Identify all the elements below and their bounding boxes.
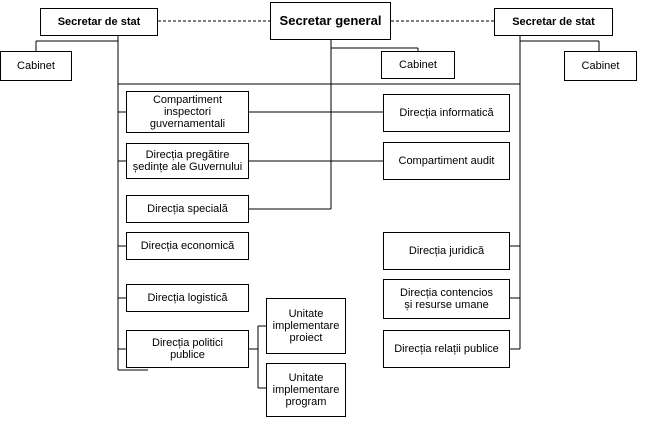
compartiment-inspectori-box: Compartiment inspectori guvernamentali (126, 91, 249, 133)
directia-pregatire-box: Direcția pregătire ședințe ale Guvernulu… (126, 143, 249, 179)
secretar-stat-left-box: Secretar de stat (40, 8, 158, 36)
directia-logistica-box: Direcția logistică (126, 284, 249, 312)
secretar-stat-right-box: Secretar de stat (494, 8, 613, 36)
directia-politici-box: Direcția politici publice (126, 330, 249, 368)
directia-relatii-box: Direcția relații publice (383, 330, 510, 368)
cabinet-right-box: Cabinet (564, 51, 637, 81)
unitate-proiect-box: Unitate implementare proiect (266, 298, 346, 354)
directia-informatica-box: Direcția informatică (383, 94, 510, 132)
cabinet-left-box: Cabinet (0, 51, 72, 81)
directia-contencios-box: Direcția contencios și resurse umane (383, 279, 510, 319)
directia-juridica-box: Direcția juridică (383, 232, 510, 270)
unitate-program-box: Unitate implementare program (266, 363, 346, 417)
cabinet-center-box: Cabinet (381, 51, 455, 79)
compartiment-audit-box: Compartiment audit (383, 142, 510, 180)
secretar-general-box: Secretar general (270, 2, 391, 40)
directia-economica-box: Direcția economică (126, 232, 249, 260)
directia-speciala-box: Direcția specială (126, 195, 249, 223)
